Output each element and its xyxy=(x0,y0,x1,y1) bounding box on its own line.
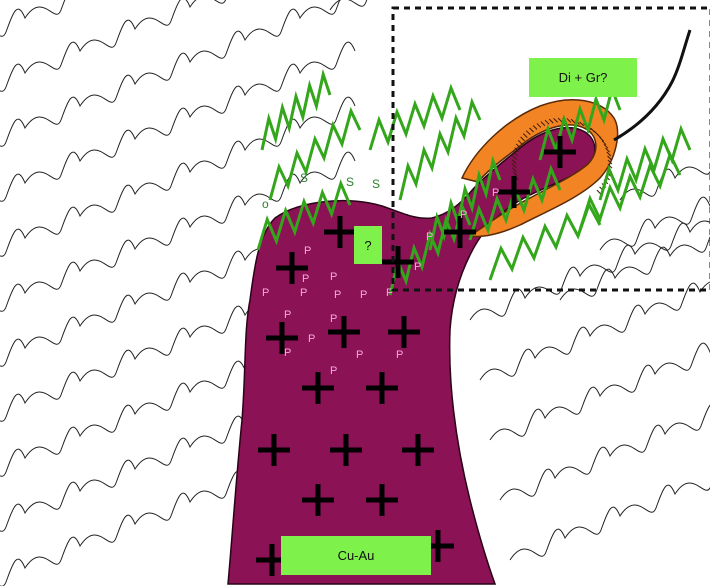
p-letter: P xyxy=(492,187,499,199)
p-letter: P xyxy=(360,289,367,301)
p-letter: P xyxy=(308,333,315,345)
s-letter: S xyxy=(300,171,308,185)
p-letter: P xyxy=(396,349,403,361)
unknown-label: ? xyxy=(354,226,382,264)
p-letter: P xyxy=(330,271,337,283)
p-letter: P xyxy=(284,309,291,321)
p-letter: P xyxy=(414,261,421,273)
p-letter: P xyxy=(304,245,311,257)
p-letter: P xyxy=(386,287,393,299)
o-letter: o xyxy=(262,197,269,211)
wave-line xyxy=(490,277,710,440)
wave-line xyxy=(510,397,710,560)
p-letter: P xyxy=(460,209,467,221)
wave-line xyxy=(0,0,355,95)
ore-label: Cu-Au xyxy=(281,536,431,575)
s-letter: S xyxy=(372,177,380,191)
p-letter: P xyxy=(426,231,433,243)
p-letter: P xyxy=(330,365,337,377)
p-letter: P xyxy=(262,287,269,299)
p-letter: P xyxy=(334,289,341,301)
p-letter: P xyxy=(284,347,291,359)
skarn-mineral-label: Di + Gr? xyxy=(529,58,637,97)
zigzag-line xyxy=(370,88,460,150)
wave-line xyxy=(480,217,710,380)
s-letter: S xyxy=(346,175,354,189)
wave-line xyxy=(0,0,355,40)
p-letter: P xyxy=(302,273,309,285)
zigzag-line xyxy=(262,75,330,151)
wave-line xyxy=(0,0,355,150)
p-letter: P xyxy=(356,349,363,361)
p-letter: P xyxy=(300,287,307,299)
p-letter: P xyxy=(330,313,337,325)
